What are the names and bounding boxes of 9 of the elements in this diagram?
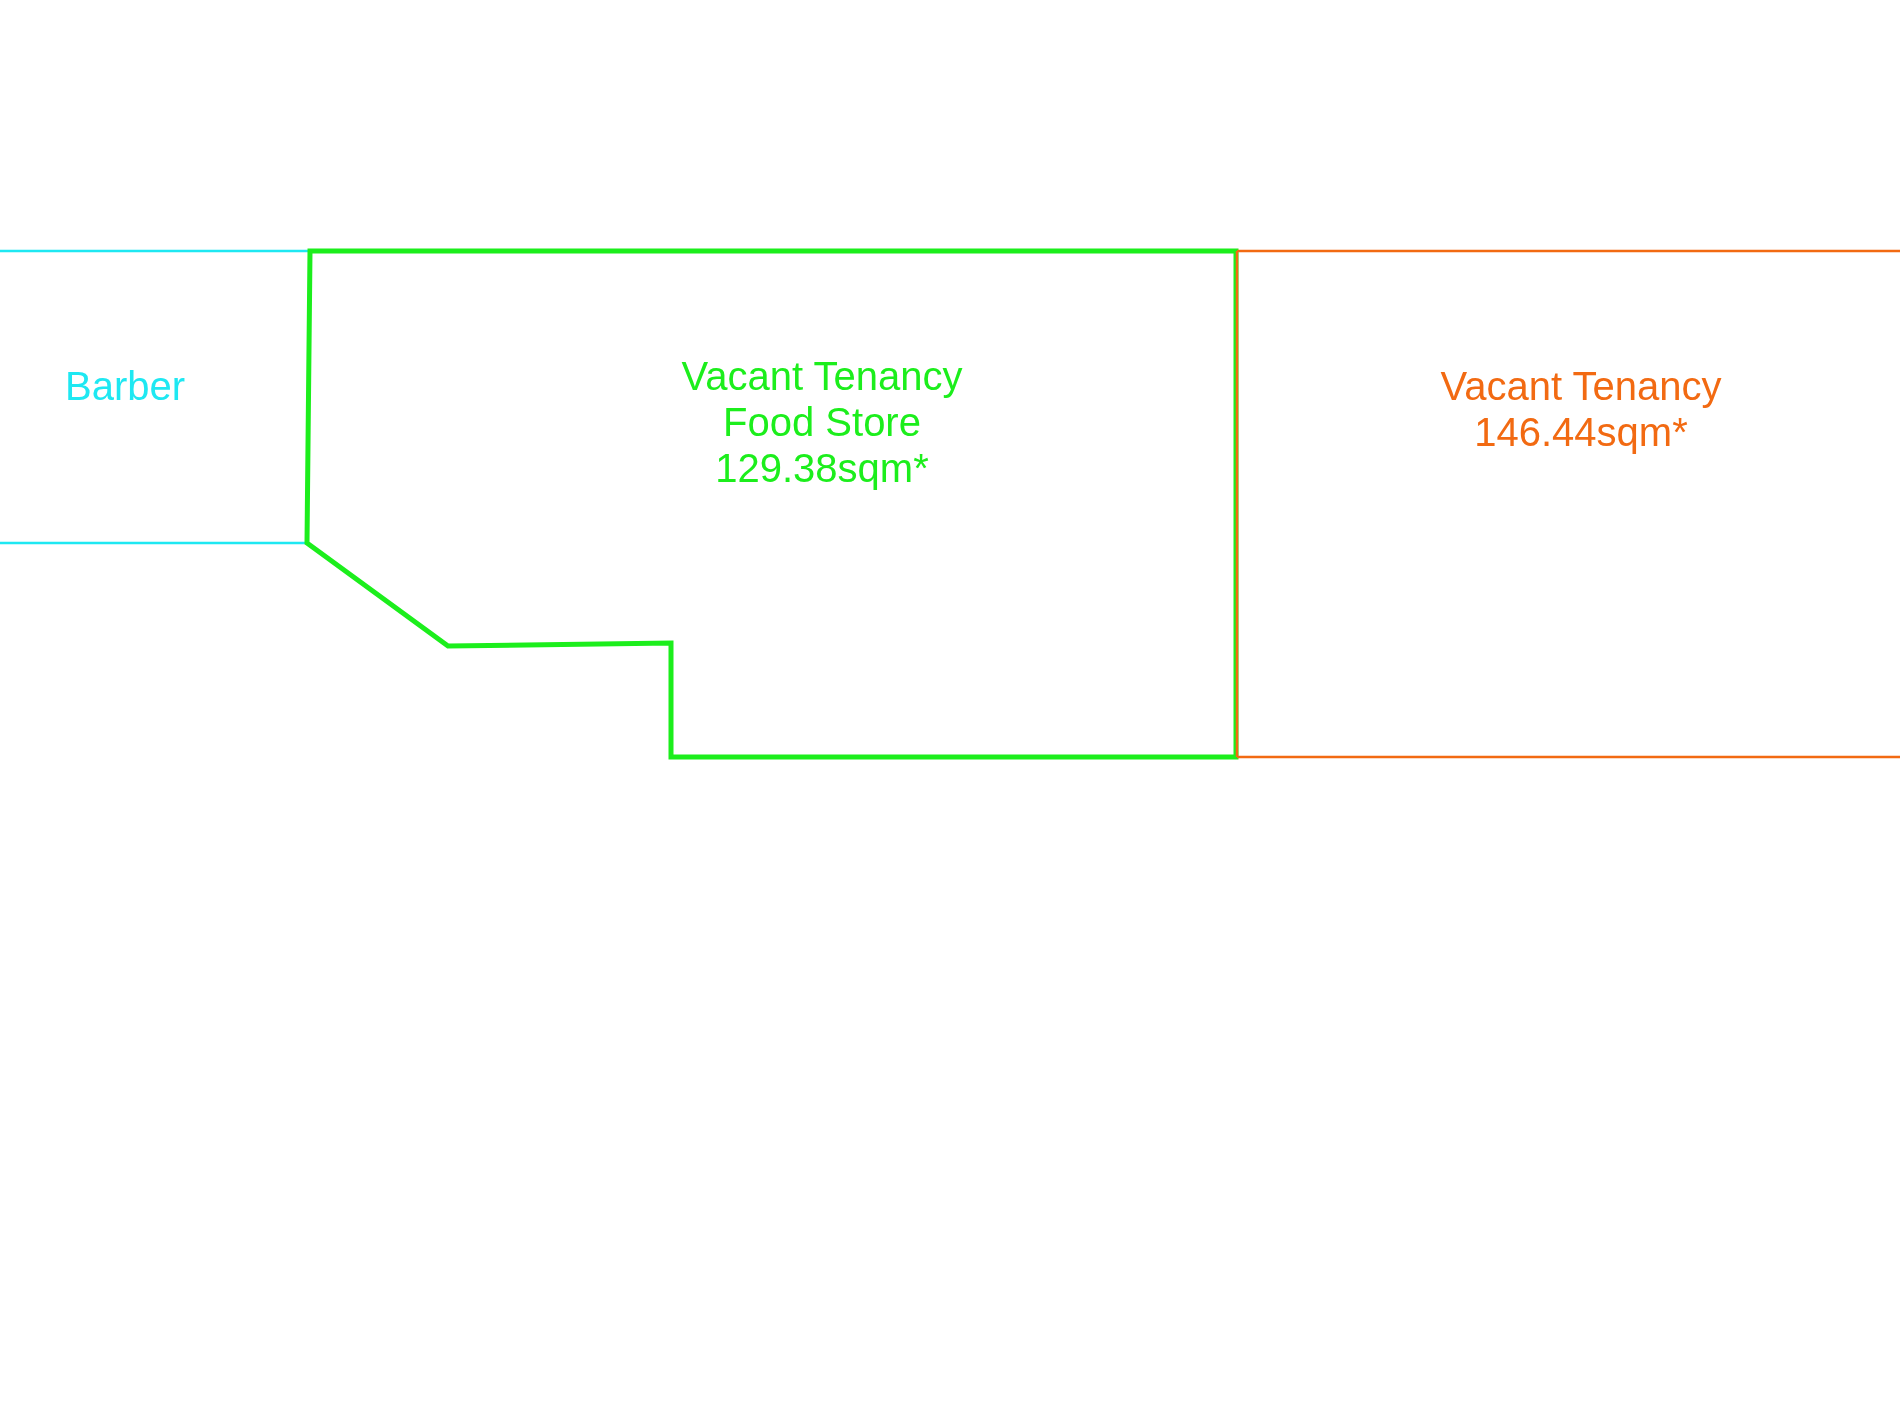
tenancy-area: [1237, 251, 1900, 757]
tenancy-status-label: Vacant Tenancy: [681, 354, 963, 398]
tenancy-use-label: Food Store: [723, 400, 921, 444]
tenancy-area: [0, 251, 309, 543]
floor-area-label: 129.38sqm*: [715, 446, 929, 490]
tenancy-area: [307, 251, 1237, 757]
tenancy-status-label: Vacant Tenancy: [1440, 364, 1722, 408]
tenant-label: Barber: [64, 364, 186, 408]
floor-area-label: 146.44sqm*: [1474, 410, 1688, 454]
